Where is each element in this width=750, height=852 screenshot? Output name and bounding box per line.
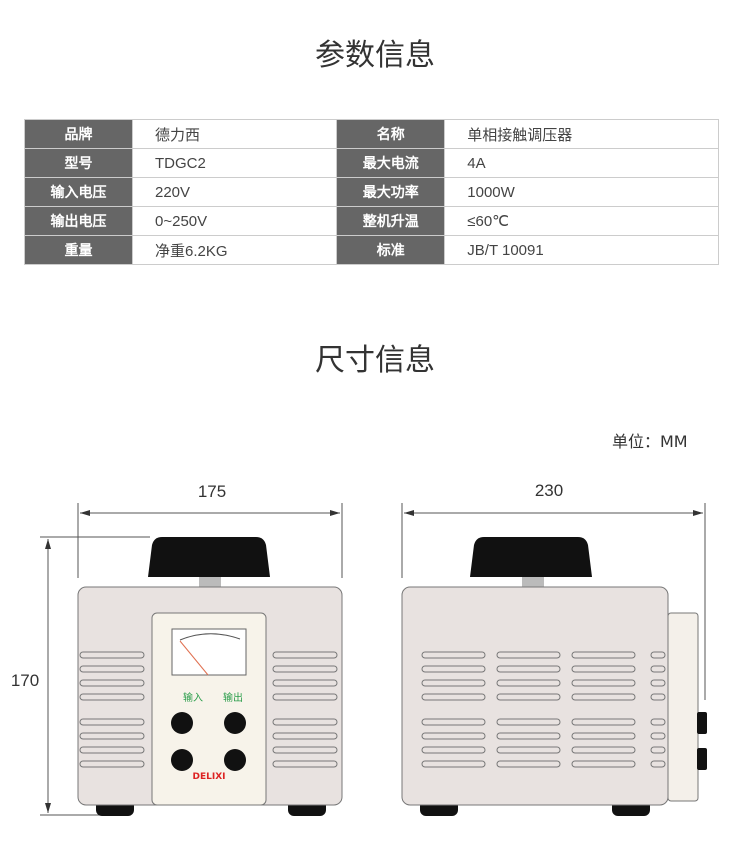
vent-slot bbox=[79, 693, 145, 701]
param-value: 4A bbox=[444, 148, 719, 178]
vent-slot bbox=[421, 718, 486, 726]
param-label: 输入电压 bbox=[24, 177, 133, 207]
vent-slot bbox=[650, 665, 666, 673]
vent-slot bbox=[571, 651, 636, 659]
vent-slot bbox=[650, 693, 666, 701]
brand-logo: DELIXI bbox=[193, 772, 226, 782]
vent-slot bbox=[79, 732, 145, 740]
input-label: 输入 bbox=[183, 691, 203, 704]
depth-label: 230 bbox=[535, 481, 563, 500]
vent-slot bbox=[272, 693, 338, 701]
vent-slot bbox=[421, 679, 486, 687]
param-label: 型号 bbox=[24, 148, 133, 178]
vent-slot bbox=[79, 651, 145, 659]
vent-slot bbox=[496, 693, 561, 701]
vent-slot bbox=[650, 732, 666, 740]
vent-slot bbox=[272, 665, 338, 673]
vent-slot bbox=[496, 679, 561, 687]
param-label: 最大电流 bbox=[336, 148, 446, 178]
vent-slot bbox=[272, 679, 338, 687]
vent-slot bbox=[496, 760, 561, 768]
vent-slot bbox=[79, 665, 145, 673]
param-value: 220V bbox=[131, 177, 338, 207]
vent-slot bbox=[571, 665, 636, 673]
vent-slot bbox=[272, 718, 338, 726]
vent-slot bbox=[79, 746, 145, 754]
params-row: 品牌德力西名称单相接触调压器 bbox=[24, 119, 719, 149]
unit-label: 单位：MM bbox=[612, 432, 688, 451]
vent-slot bbox=[79, 760, 145, 768]
dimensions-title: 尺寸信息 bbox=[315, 343, 435, 378]
vent-slot bbox=[650, 746, 666, 754]
param-label: 标准 bbox=[336, 235, 446, 265]
param-value: 单相接触调压器 bbox=[444, 119, 719, 149]
vent-slot bbox=[421, 665, 486, 673]
vent-slot bbox=[571, 760, 636, 768]
vent-slot bbox=[571, 732, 636, 740]
param-label: 最大功率 bbox=[336, 177, 446, 207]
vent-slot bbox=[571, 718, 636, 726]
vent-slot bbox=[421, 746, 486, 754]
vent-slot bbox=[79, 718, 145, 726]
param-value: JB/T 10091 bbox=[444, 235, 719, 265]
vent-slot bbox=[571, 679, 636, 687]
vent-slot bbox=[650, 760, 666, 768]
side-view bbox=[401, 537, 707, 816]
param-value: 1000W bbox=[444, 177, 719, 207]
vent-slot bbox=[650, 651, 666, 659]
param-value: TDGC2 bbox=[131, 148, 338, 178]
vent-slot bbox=[272, 760, 338, 768]
vent-slot bbox=[272, 651, 338, 659]
vent-slot bbox=[272, 746, 338, 754]
vent-slot bbox=[650, 679, 666, 687]
vent-slot bbox=[496, 665, 561, 673]
param-label: 品牌 bbox=[24, 119, 133, 149]
vent-slot bbox=[496, 732, 561, 740]
param-label: 整机升温 bbox=[336, 206, 446, 236]
vent-slot bbox=[496, 651, 561, 659]
vent-slot bbox=[421, 693, 486, 701]
vent-slot bbox=[272, 732, 338, 740]
param-label: 输出电压 bbox=[24, 206, 133, 236]
vent-slot bbox=[496, 746, 561, 754]
front-view: 输入 输出 DELIXI bbox=[77, 537, 343, 816]
dimension-lines bbox=[40, 503, 706, 816]
vent-slot bbox=[421, 651, 486, 659]
param-value: 净重6.2KG bbox=[131, 235, 338, 265]
vent-slot bbox=[650, 718, 666, 726]
output-label: 输出 bbox=[223, 691, 243, 704]
vent-slot bbox=[421, 732, 486, 740]
vent-slot bbox=[571, 746, 636, 754]
knob bbox=[148, 537, 270, 577]
vent-slot bbox=[496, 718, 561, 726]
width-label: 175 bbox=[198, 482, 226, 501]
param-value: ≤60℃ bbox=[444, 206, 719, 236]
param-label: 重量 bbox=[24, 235, 133, 265]
vent-slot bbox=[421, 760, 486, 768]
vent-slot bbox=[79, 679, 145, 687]
height-label: 170 bbox=[11, 671, 39, 690]
vent-slot bbox=[571, 693, 636, 701]
params-title: 参数信息 bbox=[315, 38, 435, 73]
